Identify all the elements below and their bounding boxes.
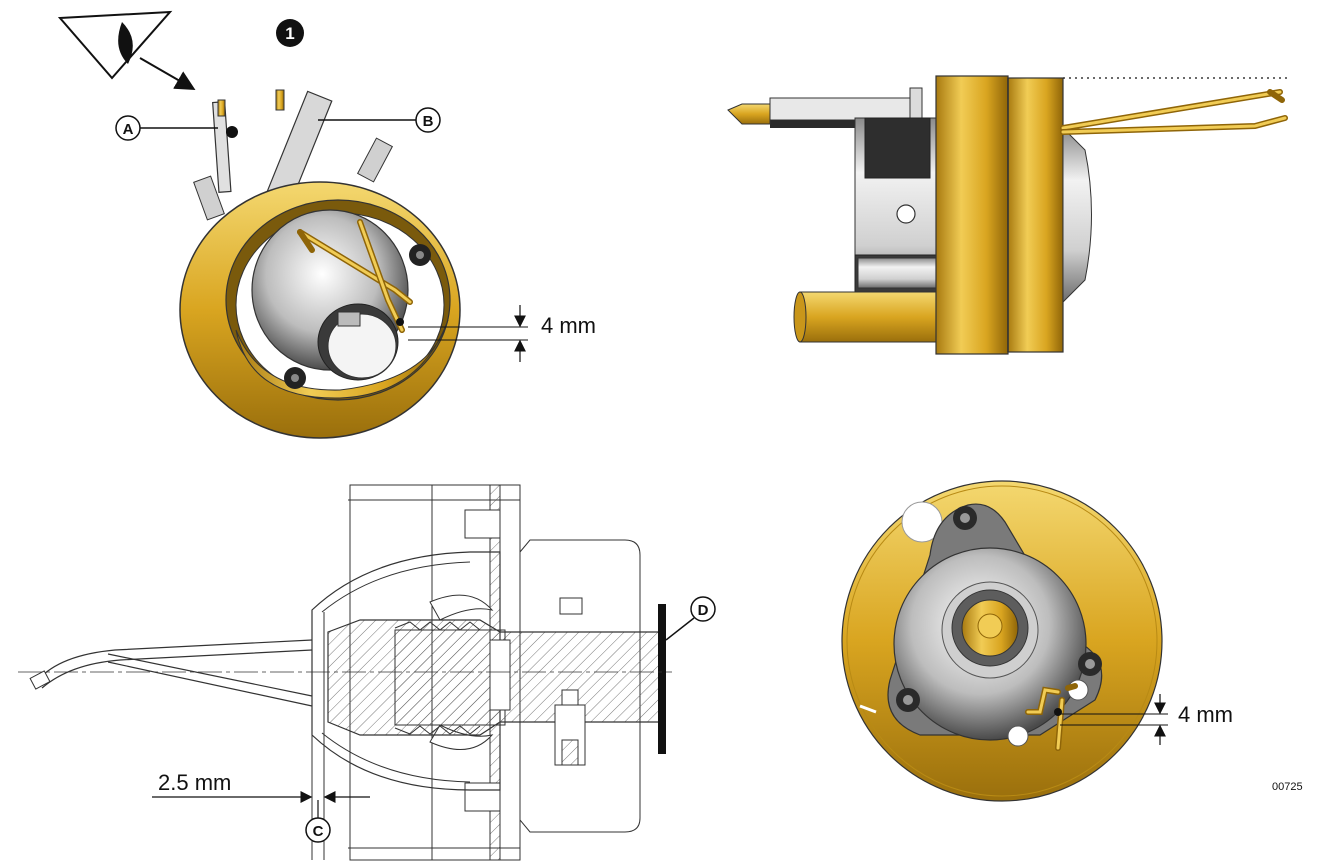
section-view: D 2.5 mm C (18, 484, 716, 861)
dimension-pin-gap-top: 4 mm (408, 305, 596, 362)
callout-c: C (305, 800, 331, 843)
isometric-view: 1 (57, 10, 596, 439)
side-view (727, 75, 1290, 355)
step-number: 1 (285, 24, 294, 43)
dimension-pin-gap-bottom-label: 4 mm (1178, 702, 1233, 727)
dimension-tip-offset-label: 2.5 mm (158, 770, 231, 795)
callout-a: A (115, 115, 218, 141)
dimension-tip-offset: 2.5 mm (152, 770, 370, 803)
dimension-pin-gap-bottom: 4 mm (1060, 694, 1233, 745)
callout-c-label: C (313, 823, 324, 840)
electrode-wires (297, 219, 413, 333)
view-direction-arrow-icon (139, 57, 196, 90)
eye-icon (57, 10, 173, 80)
step-number-badge: 1 (276, 19, 304, 47)
callout-d-label: D (698, 602, 709, 619)
dimension-pin-gap-top-label: 4 mm (541, 313, 596, 338)
callout-d: D (665, 596, 716, 641)
image-code: 00725 (1272, 781, 1303, 793)
front-view: 4 mm (841, 480, 1233, 802)
callout-b-label: B (423, 113, 434, 130)
electrode-pins (193, 89, 394, 221)
callout-b: B (318, 107, 441, 133)
callout-a-label: A (123, 121, 134, 138)
